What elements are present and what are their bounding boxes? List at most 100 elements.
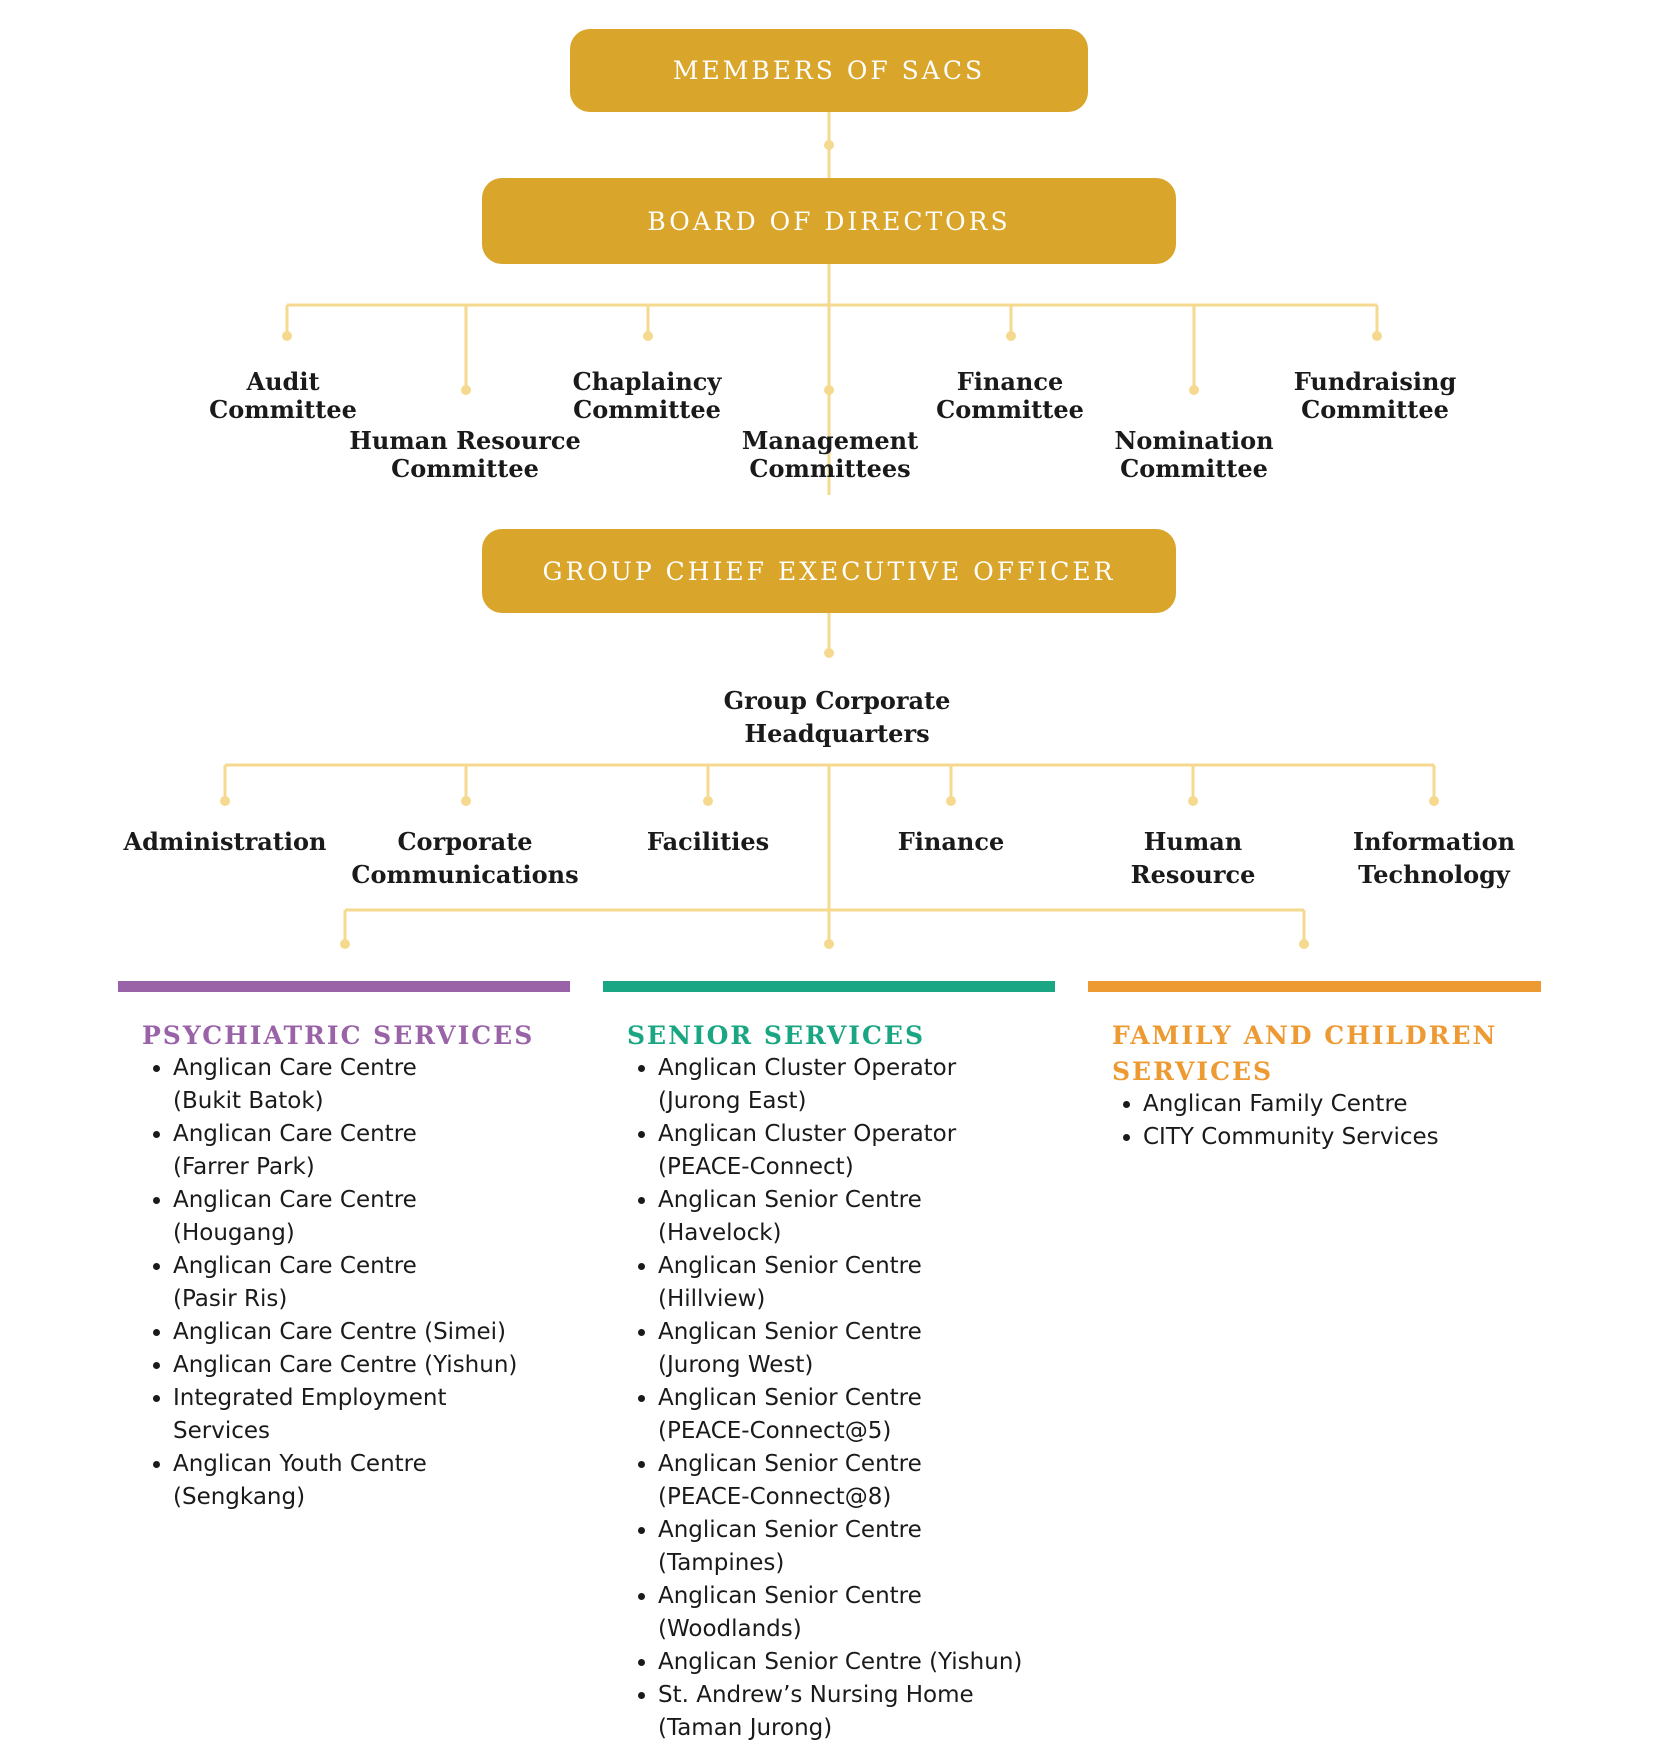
node-line: Committee [936,395,1084,424]
list-item: CITY Community Services [1143,1121,1439,1154]
node-line: Committee [1120,454,1268,483]
list-item: Anglican Senior Centre(Havelock) [658,1184,1022,1250]
title-line: FAMILY AND CHILDREN [1112,1021,1498,1050]
connector-drops-committees [285,305,1379,390]
node-line: Committee [573,395,721,424]
list-item: St. Andrew’s Nursing Home(Taman Jurong) [658,1679,1022,1745]
node-line: Chaplaincy [572,367,722,396]
list-item: Anglican Senior Centre(Hillview) [658,1250,1022,1316]
family-services-title: FAMILY AND CHILDREN SERVICES [1112,1018,1497,1090]
item-line: (Farrer Park) [173,1154,315,1180]
title-line: SERVICES [1112,1057,1274,1086]
fundraising-committee: Fundraising Committee [1235,368,1515,424]
item-line: Anglican Cluster Operator [658,1055,957,1081]
node-line: Headquarters [744,719,930,748]
node-line: Information [1352,827,1516,856]
item-line: (PEACE-Connect@5) [658,1418,892,1444]
psychiatric-services-bar [118,981,570,992]
item-line: Anglican Senior Centre [658,1253,922,1279]
list-item: Anglican Senior Centre (Jurong West) [658,1316,1022,1382]
list-item: Anglican Care Centre (Hougang) [173,1184,517,1250]
item-line: (Pasir Ris) [173,1286,288,1312]
list-item: Anglican Cluster Operator (PEACE-Connect) [658,1118,1022,1184]
item-line: (Tampines) [658,1550,785,1576]
title-line: SENIOR SERVICES [627,1021,926,1050]
item-line: Anglican Family Centre [1143,1091,1408,1117]
node-line: Committee [209,395,357,424]
dept-administration: Administration [85,825,365,858]
node-line: Corporate [397,827,533,856]
group-ceo-box: GROUP CHIEF EXECUTIVE OFFICER [482,529,1176,613]
item-line: Anglican Care Centre (Simei) [173,1319,506,1345]
list-item: Anglican Care Centre (Farrer Park) [173,1118,517,1184]
group-corporate-headquarters: Group Corporate Headquarters [697,684,977,750]
item-line: (Hougang) [173,1220,295,1246]
item-line: (Jurong East) [658,1088,807,1114]
node-line: Administration [123,827,327,856]
item-line: (Taman Jurong) [658,1715,833,1741]
item-line: Anglican Senior Centre [658,1583,922,1609]
list-item: Anglican Care Centre (Bukit Batok) [173,1052,517,1118]
item-line: Anglican Cluster Operator [658,1121,957,1147]
item-line: Anglican Senior Centre [658,1187,922,1213]
item-line: Anglican Senior Centre [658,1319,922,1345]
title-line: PSYCHIATRIC SERVICES [142,1021,535,1050]
item-line: Anglican Care Centre [173,1187,417,1213]
finance-committee: Finance Committee [870,368,1150,424]
node-line: Management [741,426,919,455]
audit-committee: Audit Committee [143,368,423,424]
list-item: Anglican Senior Centre(PEACE-Connect@8) [658,1448,1022,1514]
human-resource-committee: Human Resource Committee [325,427,605,483]
board-of-directors-box: BOARD OF DIRECTORS [482,178,1176,264]
node-line: Committee [391,454,539,483]
node-line: Human Resource [349,426,581,455]
dept-corporate-communications: Corporate Communications [325,825,605,891]
list-item: Anglican Youth Centre (Sengkang) [173,1448,517,1514]
item-line: Anglican Youth Centre [173,1451,427,1477]
members-of-sacs-box: MEMBERS OF SACS [570,29,1088,112]
item-line: (Sengkang) [173,1484,306,1510]
dept-finance: Finance [811,825,1091,858]
management-committees: Management Committees [690,427,970,483]
list-item: Anglican Family Centre [1143,1088,1439,1121]
item-line: (Jurong West) [658,1352,814,1378]
item-line: (Bukit Batok) [173,1088,324,1114]
node-line: Nomination [1114,426,1274,455]
node-line: Technology [1358,860,1510,889]
senior-services-title: SENIOR SERVICES [627,1018,925,1054]
list-item: Anglican Senior Centre (Woodlands) [658,1580,1022,1646]
chaplaincy-committee: Chaplaincy Committee [507,368,787,424]
list-item: Anglican Senior Centre (Yishun) [658,1646,1022,1679]
item-line: Services [173,1418,270,1444]
node-line: Group Corporate [723,686,951,715]
item-line: Anglican Care Centre [173,1121,417,1147]
psychiatric-services-title: PSYCHIATRIC SERVICES [142,1018,534,1054]
list-item: Anglican Senior Centre(PEACE-Connect@5) [658,1382,1022,1448]
item-line: CITY Community Services [1143,1124,1439,1150]
node-line: Committees [749,454,911,483]
connector-services-bar [343,908,1306,944]
list-item: Anglican Care Centre (Simei) [173,1316,517,1349]
item-line: Anglican Care Centre (Yishun) [173,1352,518,1378]
item-line: Integrated Employment [173,1385,447,1411]
dept-information-technology: Information Technology [1294,825,1574,891]
node-line: Resource [1130,860,1256,889]
node-line: Facilities [646,827,770,856]
list-item: Anglican Care Centre (Yishun) [173,1349,517,1382]
connector-drops-departments [223,765,1436,801]
item-line: Anglican Care Centre [173,1055,417,1081]
item-line: (PEACE-Connect@8) [658,1484,892,1510]
item-line: (Woodlands) [658,1616,802,1642]
item-line: (PEACE-Connect) [658,1154,854,1180]
node-line: Finance [956,367,1064,396]
family-services-list: Anglican Family Centre CITY Community Se… [1113,1088,1439,1154]
dept-human-resource: Human Resource [1053,825,1333,891]
list-item: Anglican Care Centre(Pasir Ris) [173,1250,517,1316]
connector-dots [220,140,1439,949]
dept-facilities: Facilities [568,825,848,858]
list-item: Anglican Cluster Operator (Jurong East) [658,1052,1022,1118]
node-line: Committee [1301,395,1449,424]
list-item: Anglican Senior Centre(Tampines) [658,1514,1022,1580]
